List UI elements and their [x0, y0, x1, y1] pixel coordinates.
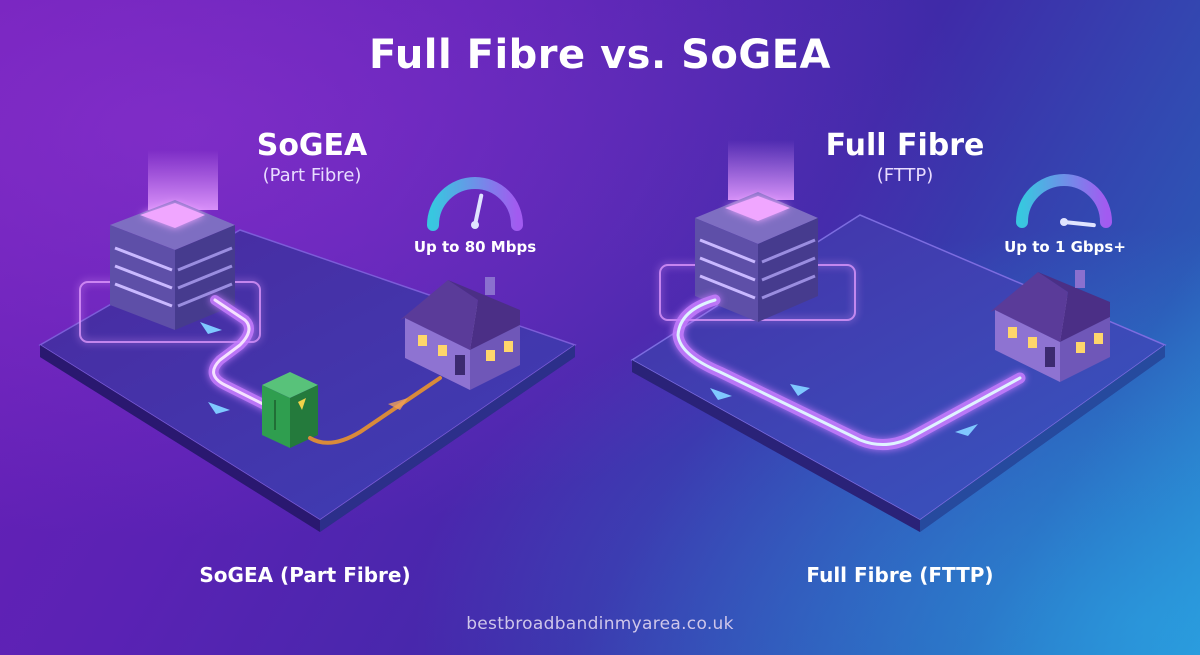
sogea-heading-block: SoGEA (Part Fibre): [162, 128, 462, 188]
arrow-icon: [208, 402, 230, 414]
fttp-heading-block: Full Fibre (FTTP): [755, 128, 1055, 188]
fttp-house-icon: [990, 270, 1110, 382]
fttp-heading: Full Fibre: [825, 128, 985, 163]
sogea-caption: SoGEA (Part Fibre): [199, 563, 411, 587]
fttp-subheading: (FTTP): [876, 165, 934, 186]
sogea-speed-label: Up to 80 Mbps: [413, 238, 537, 256]
sogea-heading: SoGEA: [256, 128, 368, 163]
sogea-speed-gauge-icon: [427, 177, 523, 231]
sogea-house-icon: [400, 277, 520, 390]
fttp-speed-label: Up to 1 Gbps+: [1004, 238, 1126, 256]
arrow-icon: [388, 398, 408, 410]
page-title: Full Fibre vs. SoGEA: [368, 32, 831, 78]
copper-line: [308, 376, 442, 445]
arrow-icon: [790, 384, 810, 396]
fttp-speed-gauge-icon: [1016, 174, 1112, 228]
sogea-subheading: (Part Fibre): [262, 165, 362, 186]
arrow-icon: [200, 322, 222, 334]
arrow-icon: [710, 388, 732, 400]
fttp-caption: Full Fibre (FTTP): [806, 563, 994, 587]
arrow-icon: [955, 424, 978, 436]
sogea-exchange-server-icon: [79, 150, 261, 343]
street-cabinet-icon: [262, 372, 318, 448]
site-url: bestbroadbandinmyarea.co.uk: [466, 614, 734, 634]
